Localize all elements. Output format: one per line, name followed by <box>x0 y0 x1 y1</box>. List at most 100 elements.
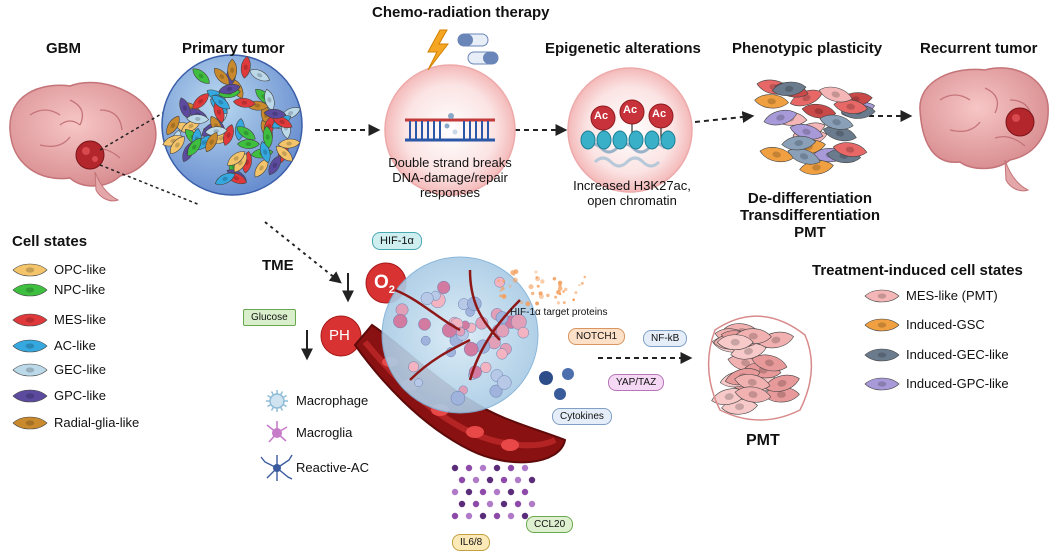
nucleosome-icon <box>644 130 660 150</box>
tumor-cell <box>263 108 287 119</box>
tumor-cell <box>166 115 180 136</box>
plastic-cell <box>754 94 789 109</box>
nucleosome-icon <box>660 130 676 150</box>
connector-line <box>99 99 186 151</box>
cytokine-ball-icon <box>562 368 574 380</box>
cytokines-badge: Cytokines <box>552 408 612 425</box>
reactive-ac-icon <box>260 454 293 481</box>
tme-cell <box>420 335 431 346</box>
plasticity-cell-cluster-icon <box>754 79 876 175</box>
glucose-badge: Glucose <box>243 309 296 326</box>
pmt-label: PMT <box>746 432 780 449</box>
tme-cell <box>450 390 466 406</box>
tumor-cell <box>275 145 293 162</box>
treatment-state-label: Induced-GPC-like <box>906 376 1009 391</box>
cell-state-opc-like-icon <box>12 263 48 277</box>
header-gbm: GBM <box>46 40 81 57</box>
ph-circle-icon <box>320 315 362 357</box>
chemo-line-1: Double strand breaks <box>388 155 512 170</box>
ph-label: PH <box>329 327 350 344</box>
tme-cell <box>393 313 408 329</box>
tme-cell <box>480 361 492 374</box>
tme-cell <box>420 291 434 305</box>
nucleosome-icon <box>596 130 612 150</box>
macrophage-icon <box>266 390 288 412</box>
pmt-cell-cluster-icon <box>707 315 813 421</box>
cell-state-gpc-like-icon <box>12 389 48 403</box>
recurrent-brain-icon <box>919 67 1049 192</box>
acetyl-label: Ac <box>623 104 638 116</box>
plastic-cell <box>832 142 868 157</box>
header-plasticity: Phenotypic plasticity <box>732 40 883 57</box>
hif-target-protein-dots-icon <box>497 269 587 307</box>
ccl20-badge: CCL20 <box>526 516 574 533</box>
epi-line-1: Increased H3K27ac, <box>573 178 691 193</box>
gbm-brain-icon <box>9 81 157 202</box>
plastic-cell <box>819 114 854 130</box>
tumor-cell <box>240 56 251 79</box>
tme-cell <box>414 378 423 388</box>
o2-subscript: 2 <box>388 283 395 296</box>
tumor-cell <box>223 124 234 146</box>
acetyl-label: Ac <box>594 110 609 122</box>
acetyl-label: Ac <box>652 108 667 120</box>
tme-cell <box>395 303 409 317</box>
cell-state-gec-like-icon <box>12 363 48 377</box>
pmt-cell <box>751 354 788 372</box>
tumor-cell <box>227 151 246 166</box>
chemo-description: Double strand breaks DNA-damage/repair r… <box>388 155 512 200</box>
epigenetic-description: Increased H3K27ac, open chromatin <box>570 178 694 208</box>
header-epigenetic: Epigenetic alterations <box>545 40 701 57</box>
epigenetic-orb-icon <box>567 67 693 193</box>
pmt-cell <box>734 374 771 391</box>
plastic-cell <box>759 147 794 163</box>
tme-arrow <box>264 221 342 284</box>
plastic-cell <box>763 110 798 126</box>
tumor-cell <box>170 136 185 154</box>
plastic-cell <box>818 86 853 103</box>
treatment-state-label: Induced-GSC <box>906 317 985 332</box>
flow-arrow <box>694 111 755 123</box>
pmt-cell <box>734 386 772 403</box>
treatment-state-induced-gsc-icon <box>864 318 900 332</box>
tumor-cell <box>254 158 269 178</box>
o2-label: O2 <box>374 272 395 296</box>
cell-state-label: MES-like <box>54 312 107 327</box>
tumor-cell <box>205 132 218 153</box>
dna-damage-orb-icon <box>384 64 516 196</box>
tme-cell <box>494 276 506 288</box>
plastic-cell <box>771 81 807 96</box>
notch1-badge: NOTCH1 <box>568 328 626 345</box>
pmt-cell <box>716 334 754 351</box>
tme-cell <box>418 317 431 331</box>
chemo-line-3: responses <box>420 185 480 200</box>
cytokine-ball-icon <box>539 371 553 385</box>
yap-taz-badge: YAP/TAZ <box>608 374 665 391</box>
cell-state-label: GPC-like <box>54 388 107 403</box>
cell-state-mes-like-icon <box>12 313 48 327</box>
cell-state-label: NPC-like <box>54 282 106 297</box>
tumor-cell <box>204 126 228 137</box>
macrophage-label: Macrophage <box>296 393 369 408</box>
plastic-cell <box>833 99 868 114</box>
tumor-cell <box>262 125 273 149</box>
header-recurrent: Recurrent tumor <box>920 40 1038 57</box>
tme-cell <box>496 348 508 360</box>
epi-line-2: open chromatin <box>587 193 677 208</box>
header-primary-tumor: Primary tumor <box>182 40 285 57</box>
cell-state-radial-glia-like-icon <box>12 416 48 430</box>
tumor-cell <box>192 68 210 84</box>
primary-tumor-sphere-icon <box>161 54 303 196</box>
plasticity-line-3: PMT <box>794 224 826 241</box>
tumor-cell <box>268 155 282 176</box>
macroglia-label: Macroglia <box>296 425 353 440</box>
tme-cell <box>408 361 420 373</box>
cell-state-label: GEC-like <box>54 362 107 377</box>
treatment-state-mes-like-pmt--icon <box>864 289 900 303</box>
tme-cell <box>496 324 510 338</box>
tme-cell <box>437 280 451 294</box>
pmt-cell <box>764 374 800 392</box>
plastic-cell <box>801 103 837 119</box>
hif-target-label: HIF-1α target proteins <box>510 307 608 318</box>
